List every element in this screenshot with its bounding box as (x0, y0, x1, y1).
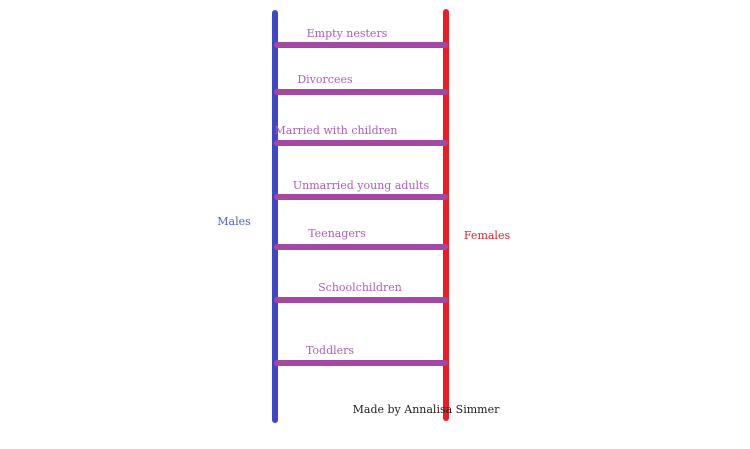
rung-label: Unmarried young adults (292, 179, 430, 192)
rung-label: Empty nesters (306, 27, 388, 40)
rung-label: Toddlers (305, 344, 355, 357)
credit-text: Made by Annalisa Simmer (352, 403, 500, 416)
rung-label: Married with children (274, 124, 398, 137)
rung-label: Teenagers (308, 227, 366, 240)
rung-label: Schoolchildren (318, 281, 402, 294)
females-label: Females (463, 229, 511, 242)
rung-label: Divorcees (297, 73, 353, 86)
males-label: Males (217, 215, 251, 228)
